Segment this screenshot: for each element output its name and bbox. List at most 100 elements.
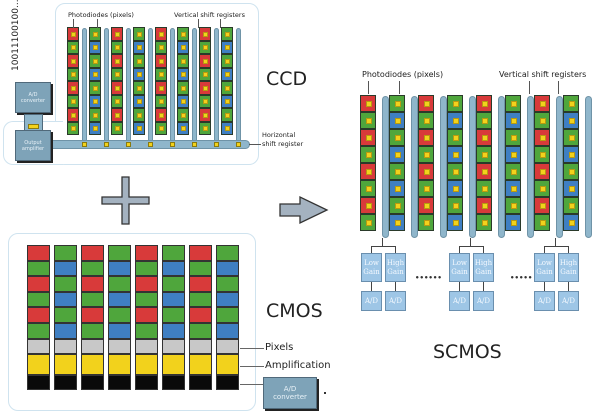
pixel-well: [539, 186, 546, 192]
ccd-pixel-blue: [133, 40, 145, 54]
scmos-pixel-green: [418, 214, 434, 231]
pixel-well: [159, 31, 164, 37]
ccd-pixel-green: [89, 27, 101, 41]
ccd-pixel-green: [155, 67, 167, 81]
cmos-pixel-red: [81, 307, 104, 323]
cmos-pixel-green: [162, 307, 185, 323]
scmos-pixel-green: [447, 163, 463, 180]
pixel-well: [481, 152, 488, 158]
pixel-well: [539, 118, 546, 124]
pixel-well: [159, 126, 164, 131]
pixel-well: [181, 112, 186, 118]
pixel-well: [365, 118, 372, 124]
cmos-pixel-circuit: [81, 338, 104, 354]
pixel-well: [365, 169, 372, 175]
pixel-well: [225, 112, 230, 118]
ccd-pixel-green: [221, 108, 233, 122]
cmos-ad-line1: A/D: [283, 384, 297, 393]
pixel-well: [137, 31, 142, 37]
pixel-well: [539, 135, 546, 141]
pixel-well: [481, 203, 488, 209]
ccd-pixel-red: [67, 81, 79, 95]
ccd-pixel-green: [221, 54, 233, 68]
pixel-well: [115, 72, 120, 77]
ccd-pixel-blue: [221, 40, 233, 54]
scmos-pixel-green: [447, 129, 463, 146]
readout-branch: [544, 246, 568, 247]
cmos-pixel-blue: [54, 323, 77, 339]
ad-converter-low: A/D: [449, 291, 470, 311]
pixel-well: [423, 220, 430, 226]
pixel-well: [71, 85, 76, 91]
pixel-well: [159, 99, 164, 104]
scmos-pixel-green: [447, 197, 463, 214]
scmos-pixel-green: [360, 214, 376, 231]
ccd-pixel-blue: [89, 40, 101, 54]
ccd-ad-line2: converter: [20, 97, 46, 104]
cmos-pixel-green: [216, 276, 239, 292]
pixel-well: [568, 135, 575, 141]
cmos-pixel-circuit: [162, 338, 185, 354]
scmos-pixel-green: [563, 129, 579, 146]
cmos-title: CMOS: [266, 300, 323, 322]
scmos-pixel-green: [505, 197, 521, 214]
pixel-well: [181, 31, 186, 37]
pixel-well: [181, 126, 186, 131]
scmos-pixel-green: [476, 112, 492, 129]
ccd-pixel-green: [67, 67, 79, 81]
scmos-pixel-blue: [389, 146, 405, 163]
pixel-well: [568, 101, 575, 107]
ccd-pixel-red: [111, 27, 123, 41]
cmos-ad-line: [27, 374, 50, 390]
cmos-pixel-blue: [108, 291, 131, 308]
pixel-well: [394, 220, 401, 226]
ccd-pixel-green: [133, 27, 145, 41]
pixel-well: [481, 135, 488, 141]
ccd-pixel-green: [199, 67, 211, 81]
cmos-pixel-red: [135, 307, 158, 323]
pixel-well: [203, 58, 208, 64]
cmos-amplifier: [162, 353, 185, 375]
cmos-pixel-red: [135, 245, 158, 261]
ccd-pixel-blue: [221, 121, 233, 135]
ccd-pixel-red: [111, 54, 123, 68]
pixel-well: [93, 45, 98, 50]
ccd-title: CCD: [266, 68, 308, 90]
cmos-pixel-green: [135, 291, 158, 308]
cmos-pixel-green: [54, 307, 77, 323]
ccd-pixel-red: [199, 27, 211, 41]
pixel-well: [203, 112, 208, 118]
pixel-well: [115, 99, 120, 104]
ccd-pixel-blue: [177, 121, 189, 135]
pixel-well: [159, 45, 164, 50]
readout-stem: [382, 238, 383, 246]
ccd-pixel-blue: [89, 94, 101, 108]
pixel-well: [394, 203, 401, 209]
pixel-well: [203, 85, 208, 91]
scmos-pixel-green: [360, 112, 376, 129]
cmos-amplifier: [81, 353, 104, 375]
pixel-well: [423, 186, 430, 192]
cmos-pixel-blue: [108, 260, 131, 277]
pixel-well: [137, 72, 142, 77]
ad-converter-low: A/D: [534, 291, 555, 311]
pixel-well: [423, 152, 430, 158]
ccd-vertical-shift-register: [104, 28, 109, 141]
pixel-well: [203, 31, 208, 37]
ccd-pixel-red: [67, 27, 79, 41]
scmos-pixel-blue: [563, 112, 579, 129]
scmos-pixel-red: [418, 129, 434, 146]
pixel-well: [225, 126, 230, 131]
ccd-photodiodes-label: Photodiodes (pixels): [68, 11, 134, 19]
scmos-pixel-green: [534, 180, 550, 197]
ccd-vertical-shift-register: [214, 28, 219, 141]
pixel-well: [481, 101, 488, 107]
cmos-ad-converter: A/D converter: [263, 377, 317, 409]
pixel-well: [510, 203, 517, 209]
scmos-pixel-green: [534, 112, 550, 129]
ccd-vertical-registers-label: Vertical shift registers: [174, 11, 245, 19]
pixel-well: [225, 45, 230, 50]
scmos-pixel-green: [505, 163, 521, 180]
cmos-pixel-blue: [216, 260, 239, 277]
